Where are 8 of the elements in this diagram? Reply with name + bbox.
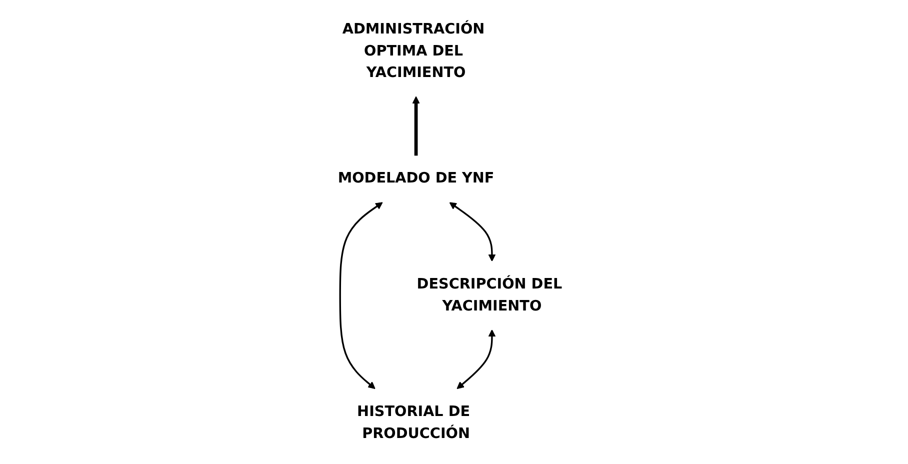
node-text: DESCRIPCIÓN DEL YACIMIENTO <box>416 276 562 314</box>
arrow <box>456 330 496 390</box>
node-text: ADMINISTRACIÓN OPTIMA DEL YACIMIENTO <box>342 21 485 81</box>
arrow <box>449 202 496 262</box>
arrow <box>412 96 420 156</box>
arrow <box>339 202 383 390</box>
node-text: MODELADO DE YNF <box>338 170 494 187</box>
node-text: HISTORIAL DE PRODUCCIÓN <box>357 403 470 442</box>
